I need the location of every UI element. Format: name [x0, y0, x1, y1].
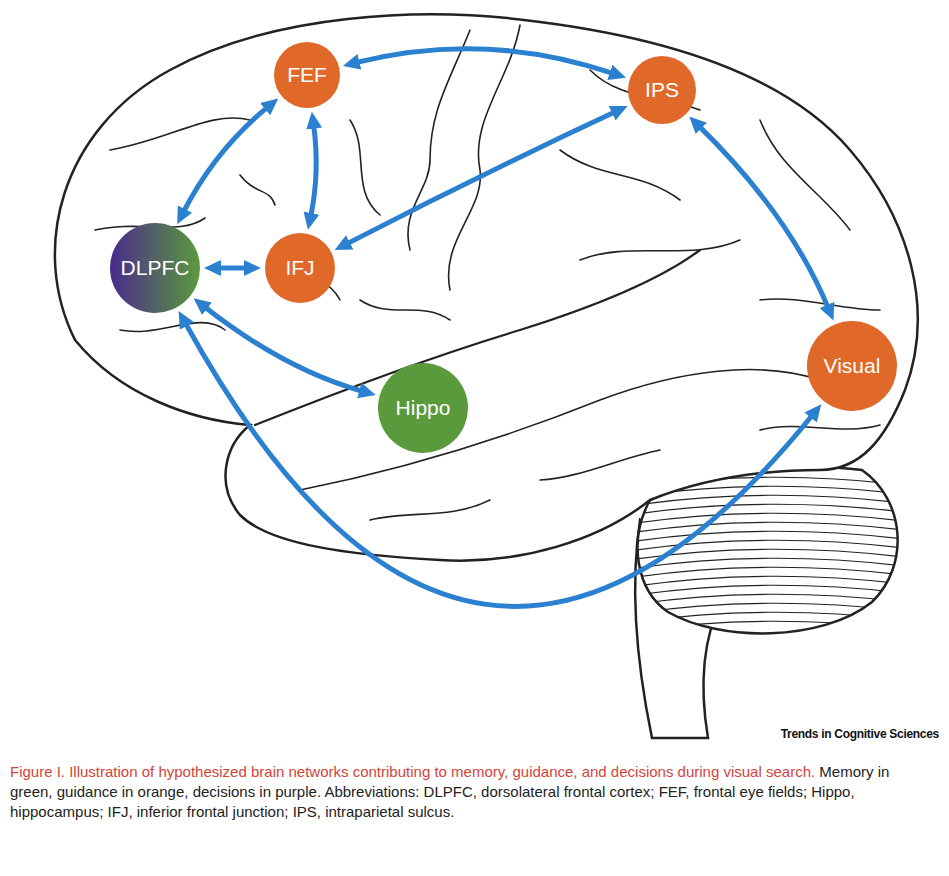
- connection-arrow: [217, 266, 248, 271]
- region-circle: Visual: [807, 321, 897, 411]
- region-label: DLPFC: [121, 256, 190, 279]
- caption-title: Figure I. Illustration of hypothesized b…: [10, 763, 815, 780]
- connection-arrow: [204, 306, 363, 391]
- region-circle: IFJ: [265, 233, 335, 303]
- region-label: FEF: [287, 63, 327, 86]
- connection-arrow: [185, 322, 813, 606]
- region-label: Hippo: [396, 396, 451, 419]
- sulci: [95, 25, 880, 520]
- cerebrum-outline: [55, 14, 918, 560]
- region-circle: FEF: [274, 42, 340, 108]
- region-circle: Hippo: [378, 363, 468, 453]
- region-label: IPS: [645, 78, 679, 101]
- connection-arrow: [346, 112, 616, 245]
- figure-caption: Figure I. Illustration of hypothesized b…: [10, 762, 935, 822]
- cerebellum-folia: [630, 477, 910, 632]
- connection-arrow: [311, 125, 317, 218]
- region-label: IFJ: [285, 256, 314, 279]
- region-circle: IPS: [628, 56, 696, 124]
- connection-arrow: [183, 107, 268, 213]
- journal-label: Trends in Cognitive Sciences: [781, 727, 939, 741]
- connection-arrow: [699, 126, 829, 309]
- connection-arrow: [356, 49, 614, 74]
- region-label: Visual: [824, 354, 881, 377]
- region-circle: DLPFC: [110, 223, 200, 313]
